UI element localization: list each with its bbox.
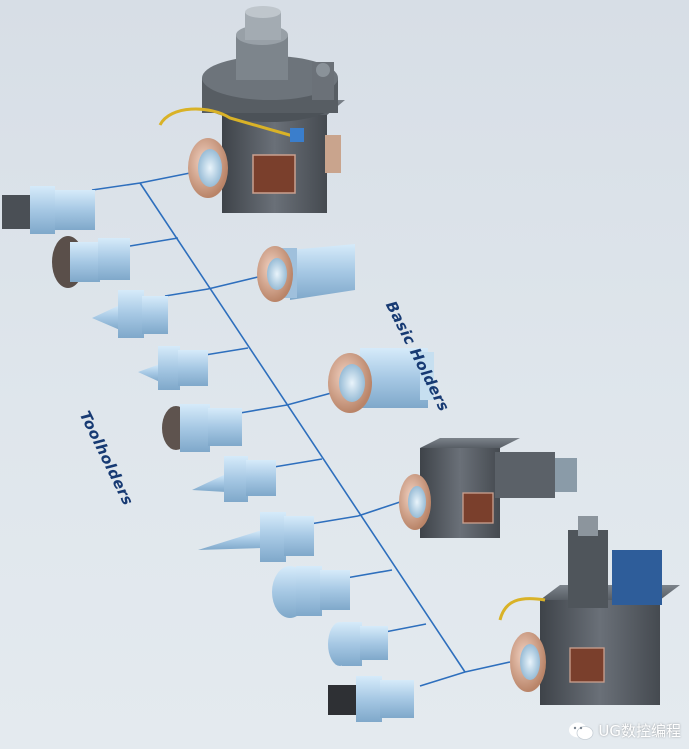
hsk-holder: [328, 348, 434, 413]
wechat-icon: [569, 722, 594, 740]
toolholder-shell-mill-adapter: [52, 236, 130, 288]
branch-line: [239, 404, 288, 414]
branch-line: [419, 671, 466, 687]
axial-block-holder: [399, 438, 577, 538]
watermark: UG数控编程: [568, 720, 681, 741]
toolholder-collet-chuck-1: [2, 186, 95, 234]
toolholder-drill-chuck: [192, 456, 276, 502]
branch-line: [384, 623, 427, 633]
toolholder-long-shank: [198, 512, 314, 562]
branch-line: [204, 347, 249, 356]
toolholder-er-collet: [92, 290, 168, 338]
branch-line: [164, 288, 209, 297]
toolholder-boring-head: [272, 566, 350, 618]
toolholder-hydraulic-chuck: [162, 404, 242, 452]
branch-line: [207, 275, 263, 290]
branch-line: [129, 237, 179, 247]
branch-line: [357, 501, 401, 517]
branch-line: [286, 391, 336, 406]
radial-block-holder: [498, 516, 680, 705]
driven-head-holder-top: [158, 6, 345, 213]
branch-line: [464, 661, 511, 673]
branch-line: [139, 171, 196, 184]
branch-line: [91, 182, 141, 191]
toolholder-quick-change: [328, 622, 388, 666]
steep-taper-holder: [257, 244, 355, 302]
toolholder-tapping-insert: [328, 676, 414, 722]
branch-line: [273, 458, 323, 468]
trunk-line: [139, 182, 466, 673]
watermark-text: UG数控编程: [598, 722, 681, 740]
branch-line: [345, 569, 393, 579]
toolholder-tap-adapter: [138, 346, 208, 390]
